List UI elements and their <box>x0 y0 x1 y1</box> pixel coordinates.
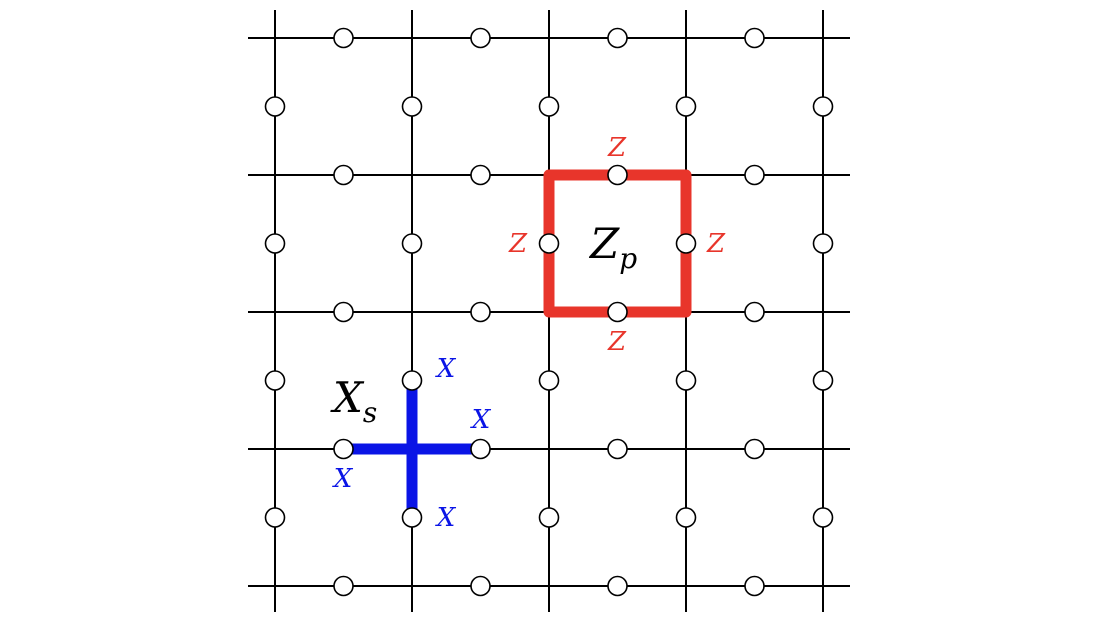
qubit-node <box>333 164 354 186</box>
qubit-node <box>812 507 834 528</box>
qubit-node <box>744 301 765 323</box>
star-operator-labels: X X X X Xs <box>330 354 492 533</box>
qubit-node <box>470 27 491 49</box>
qubit-node <box>470 301 491 323</box>
plaquette-edge-label-bottom: Z <box>607 327 627 357</box>
qubit-node <box>333 301 354 323</box>
plaquette-edge-label-right: Z <box>706 229 726 259</box>
qubit-node <box>401 507 423 528</box>
qubit-node <box>607 301 628 323</box>
qubit-node <box>812 96 834 117</box>
qubit-node <box>264 370 286 391</box>
qubit-sites <box>264 27 834 597</box>
star-label-subscript: s <box>363 396 377 429</box>
qubit-node <box>264 233 286 254</box>
qubit-node <box>264 96 286 117</box>
plaquette-operator-label: Zp <box>588 219 637 275</box>
qubit-node <box>675 96 697 117</box>
plaquette-edge-label-left: Z <box>508 229 528 259</box>
star-edge-label-bottom: X <box>435 503 457 533</box>
qubit-node <box>333 438 354 460</box>
qubit-node <box>675 507 697 528</box>
operator-shapes <box>343 169 692 518</box>
qubit-node <box>333 27 354 49</box>
qubit-node <box>675 370 697 391</box>
qubit-node <box>470 438 491 460</box>
qubit-node <box>607 164 628 186</box>
star-edge-label-top: X <box>435 354 457 384</box>
qubit-node <box>744 438 765 460</box>
qubit-node <box>675 233 697 254</box>
qubit-node <box>401 233 423 254</box>
plaquette-label-main: Z <box>588 219 620 268</box>
qubit-node <box>470 575 491 597</box>
plaquette-label-subscript: p <box>619 242 637 275</box>
qubit-node <box>538 96 560 117</box>
qubit-node <box>812 233 834 254</box>
qubit-node <box>607 27 628 49</box>
qubit-node <box>538 370 560 391</box>
star-operator-label: Xs <box>330 373 377 429</box>
plaquette-edge-label-top: Z <box>607 133 627 163</box>
qubit-node <box>744 27 765 49</box>
qubit-node <box>470 164 491 186</box>
qubit-node <box>401 96 423 117</box>
star-edge-label-left: X <box>332 464 354 494</box>
star-edge-label-right: X <box>470 405 492 435</box>
qubit-node <box>333 575 354 597</box>
qubit-node <box>607 438 628 460</box>
star-label-main: X <box>330 373 365 422</box>
qubit-node <box>744 575 765 597</box>
qubit-node <box>264 507 286 528</box>
qubit-node <box>538 507 560 528</box>
qubit-node <box>744 164 765 186</box>
qubit-node <box>812 370 834 391</box>
qubit-node <box>401 370 423 391</box>
qubit-node <box>538 233 560 254</box>
qubit-node <box>607 575 628 597</box>
plaquette-operator-labels: Z Z Z Z Zp <box>508 133 726 357</box>
